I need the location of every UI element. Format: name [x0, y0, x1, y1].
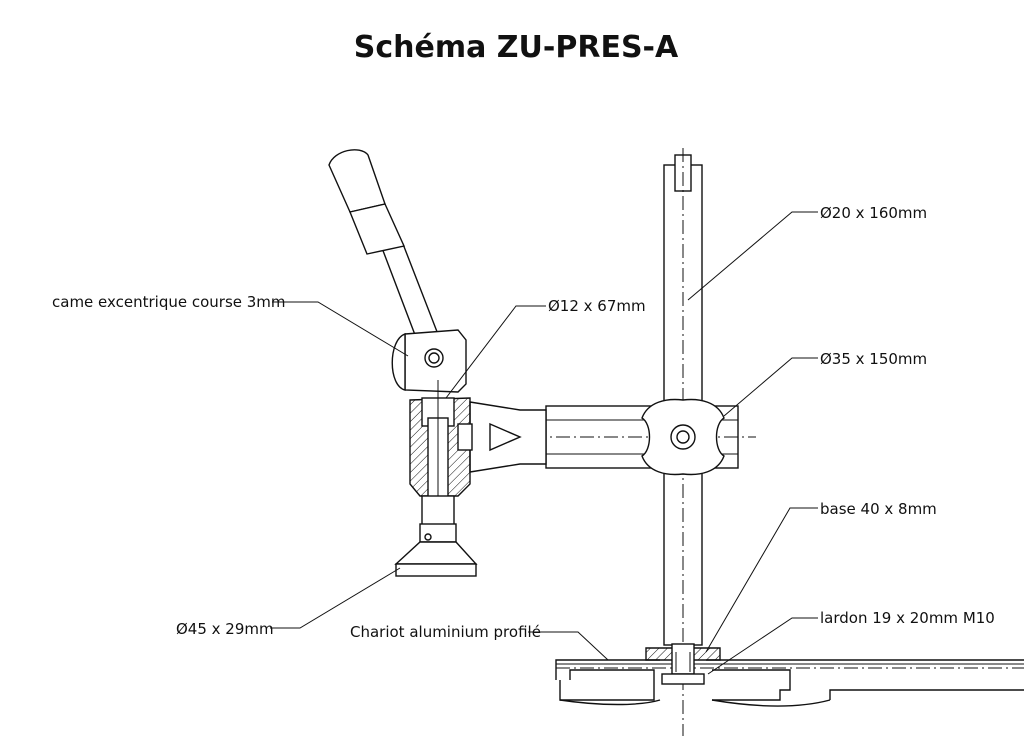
- base-plate: [645, 643, 721, 685]
- label-arm: Ø35 x 150mm: [820, 350, 927, 368]
- leader-lines: [270, 211, 818, 675]
- label-gib: lardon 19 x 20mm M10: [820, 609, 995, 627]
- arm-taper-connector: [469, 401, 547, 473]
- lever-handle: [328, 149, 442, 349]
- label-cam: came excentrique course 3mm: [52, 293, 286, 311]
- diagram-title: Schéma ZU-PRES-A: [354, 30, 679, 65]
- spindle: [419, 495, 457, 543]
- aluminium-rail: [555, 659, 1024, 707]
- set-screw-tip: [489, 422, 522, 452]
- label-rail: Chariot aluminium profilé: [350, 623, 541, 641]
- label-foot: Ø45 x 29mm: [176, 620, 274, 638]
- press-foot: [394, 533, 478, 577]
- eccentric-cam: [391, 329, 467, 393]
- label-base: base 40 x 8mm: [820, 500, 937, 518]
- label-pin: Ø12 x 67mm: [548, 297, 646, 315]
- label-rod: Ø20 x 160mm: [820, 204, 927, 222]
- clamp-knob: [641, 398, 725, 476]
